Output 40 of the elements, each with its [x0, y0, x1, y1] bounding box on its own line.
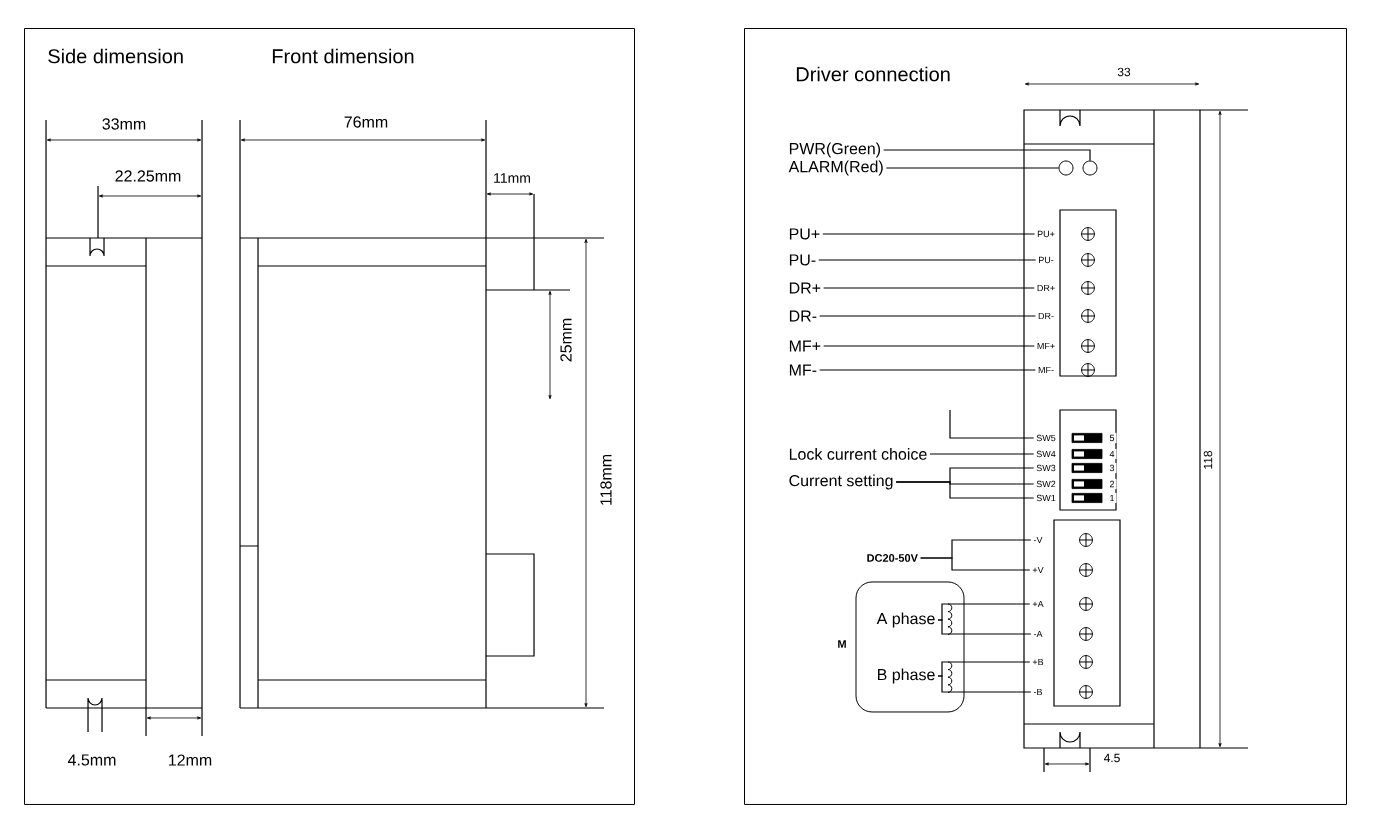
- signal-label: MF+: [789, 340, 821, 352]
- led-indicator: [1082, 160, 1098, 176]
- dimension-label: 25mm: [558, 315, 574, 365]
- signal-label: ALARM(Red): [788, 160, 883, 176]
- connection-line: [937, 675, 1032, 693]
- connection-line: [929, 453, 1035, 455]
- connection-line: [818, 259, 1037, 261]
- connection-line: [885, 167, 1060, 169]
- led-indicator: [1058, 160, 1074, 176]
- panel-heading: Driver connection: [796, 66, 950, 82]
- connection-line: [937, 661, 1031, 677]
- dimension-label: 33mm: [99, 116, 149, 132]
- phase-label: B phase: [878, 668, 935, 684]
- panel-heading: Side dimension: [48, 48, 183, 64]
- dimension-label: 76mm: [341, 114, 391, 130]
- connection-line: [937, 603, 1031, 621]
- dimension-label: 22.25mm: [112, 168, 184, 184]
- connection-line: [949, 409, 1035, 439]
- phase-label: A phase: [876, 612, 935, 628]
- panel-heading: Front dimension: [272, 48, 414, 64]
- signal-label: PU+: [789, 228, 820, 240]
- connection-line: [822, 233, 1036, 235]
- connection-line: [819, 369, 1036, 371]
- signal-label: Lock current choice: [789, 448, 927, 460]
- connection-line: [919, 557, 1031, 571]
- connection-line: [823, 345, 1035, 347]
- dimension-label: 118mm: [598, 451, 614, 509]
- signal-label: PWR(Green): [789, 142, 881, 158]
- signal-label: PU-: [789, 254, 816, 266]
- connection-line: [819, 315, 1036, 317]
- dimension-label: 12mm: [165, 752, 215, 768]
- connection-line: [823, 287, 1035, 289]
- connection-line: [883, 149, 1091, 162]
- signal-label: DR+: [789, 282, 821, 294]
- connection-line: [937, 619, 1032, 635]
- dimension-label: 4.5mm: [65, 752, 119, 768]
- connection-line: [895, 481, 1035, 499]
- signal-label: MF-: [789, 364, 817, 376]
- signal-label: DR-: [789, 310, 817, 322]
- signal-label: Current setting: [789, 474, 893, 490]
